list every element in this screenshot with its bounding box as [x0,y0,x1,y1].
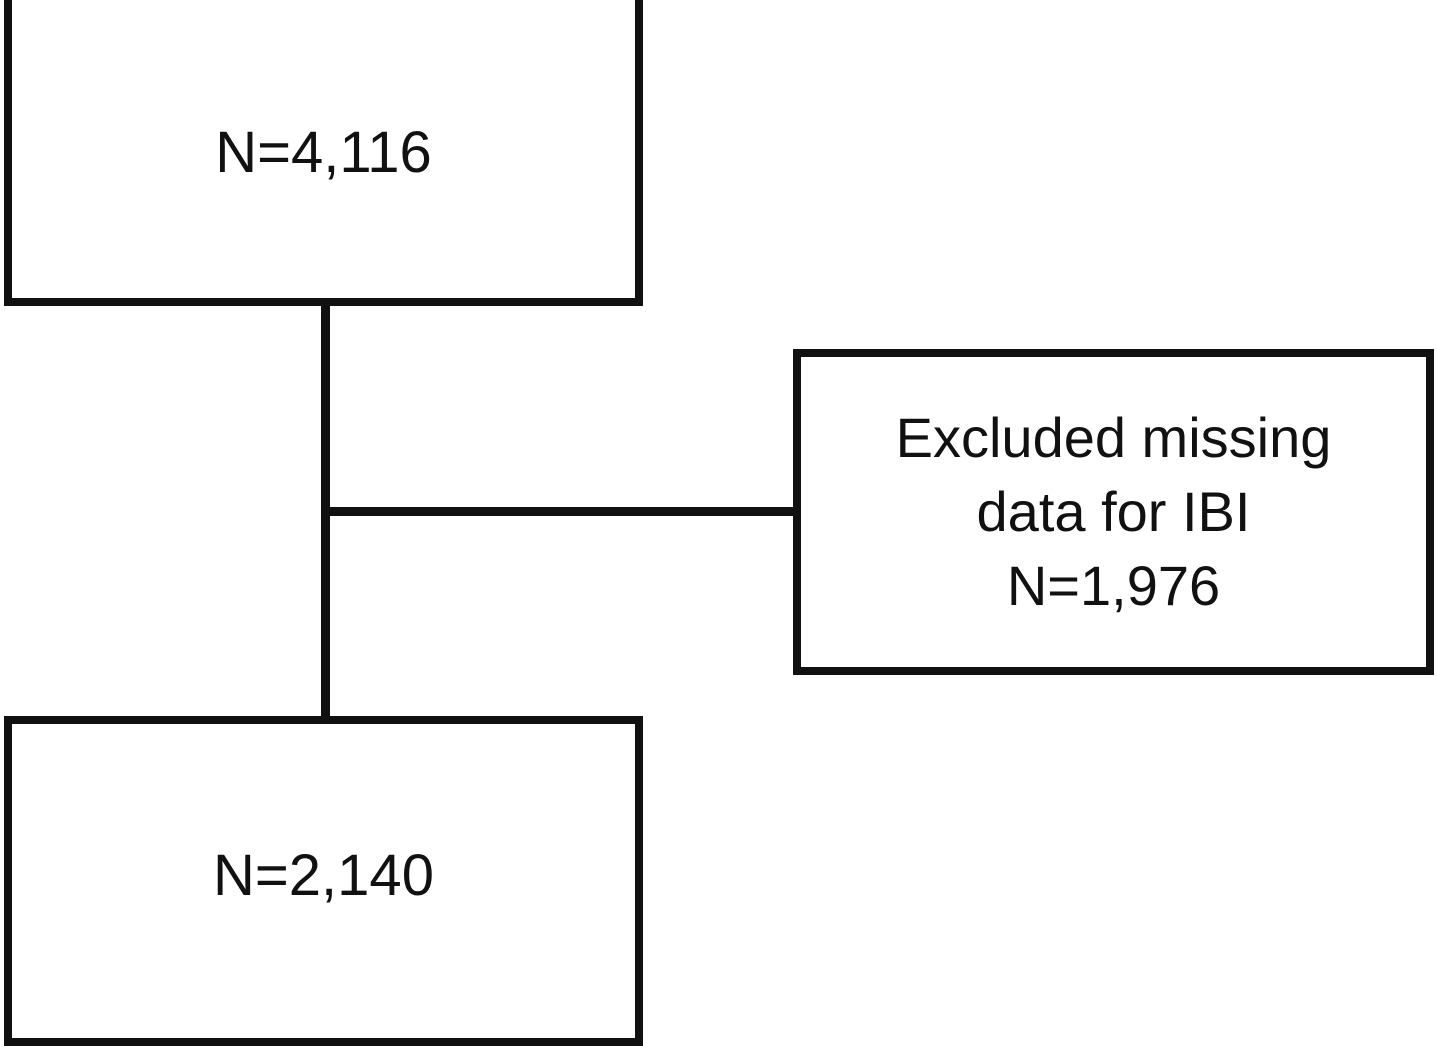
exclusion-branch-line [321,507,796,516]
initial-sample-box: N=4,116 [4,0,643,306]
final-sample-box: N=2,140 [4,716,643,1046]
exclusion-count: N=1,976 [1006,554,1221,617]
exclusion-reason-line2: data for IBI [976,480,1251,543]
initial-sample-count: N=4,116 [215,120,432,185]
exclusion-text: Excluded missing data for IBI N=1,976 [896,401,1332,623]
exclusion-reason-line1: Excluded missing [895,406,1332,469]
final-sample-count: N=2,140 [213,843,434,908]
exclusion-box: Excluded missing data for IBI N=1,976 [793,349,1434,675]
